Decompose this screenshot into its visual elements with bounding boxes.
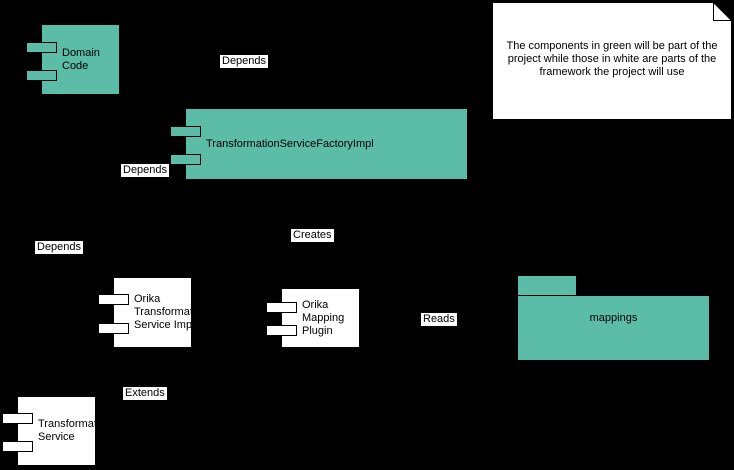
edge-label-depends-top: Depends <box>220 55 269 68</box>
edge-label-extends: Extends <box>123 387 167 400</box>
component-label: Domain Code <box>42 25 119 94</box>
port-icon <box>2 413 33 424</box>
note-text-line: project while those in white are parts o… <box>507 53 717 65</box>
edge-label-reads: Reads <box>421 313 457 326</box>
port-icon <box>98 323 129 334</box>
component-transformation-service[interactable]: Transformation Service <box>2 396 96 466</box>
folder-tab-icon <box>518 276 576 296</box>
port-icon <box>98 294 129 305</box>
component-label-line: Transformation <box>38 418 95 430</box>
component-label-line: Service <box>38 431 75 443</box>
component-label: Orika Transformation Service Impl <box>114 278 191 347</box>
note-text: The components in green will be part of … <box>495 40 729 79</box>
component-orika-mapping-plugin[interactable]: Orika Mapping Plugin <box>266 288 360 348</box>
note-outline-icon <box>492 2 732 120</box>
port-icon <box>26 42 57 53</box>
component-transformation-service-factory-impl[interactable]: TransformationServiceFactoryImpl <box>170 108 468 180</box>
component-label: TransformationServiceFactoryImpl <box>186 109 467 179</box>
component-orika-transformation-service-impl[interactable]: Orika Transformation Service Impl <box>98 277 192 348</box>
port-icon <box>26 70 57 81</box>
component-domain-code[interactable]: Domain Code <box>26 24 120 95</box>
port-icon <box>170 126 201 137</box>
component-label: Orika Mapping Plugin <box>282 289 359 347</box>
component-label-line: Code <box>62 59 89 72</box>
port-icon <box>2 441 33 452</box>
note-text-line: framework the project will use <box>539 66 685 78</box>
component-label-line: Mapping <box>302 311 345 324</box>
component-label: Transformation Service <box>18 397 95 465</box>
edge-label-creates: Creates <box>291 229 334 242</box>
port-icon <box>266 325 297 336</box>
component-label-line: TransformationServiceFactoryImpl <box>206 137 374 150</box>
package-label: mappings <box>589 312 638 324</box>
edge-label-depends-left: Depends <box>35 241 84 254</box>
component-label-line: Domain <box>62 46 100 59</box>
package-mappings[interactable]: mappings <box>518 276 709 360</box>
port-icon <box>266 302 297 313</box>
edge-label-depends-factory: Depends <box>121 164 170 177</box>
component-label-line: Service Impl <box>134 319 191 331</box>
component-label-line: Plugin <box>302 324 333 337</box>
component-label-line: Orika <box>134 293 161 305</box>
component-label-line: Orika <box>302 298 329 311</box>
folder-body <box>518 296 709 360</box>
component-label-line: Transformation <box>134 306 191 318</box>
port-icon <box>170 154 201 165</box>
note-text-line: The components in green will be part of … <box>506 40 718 52</box>
note-shape[interactable]: The components in green will be part of … <box>492 2 732 120</box>
